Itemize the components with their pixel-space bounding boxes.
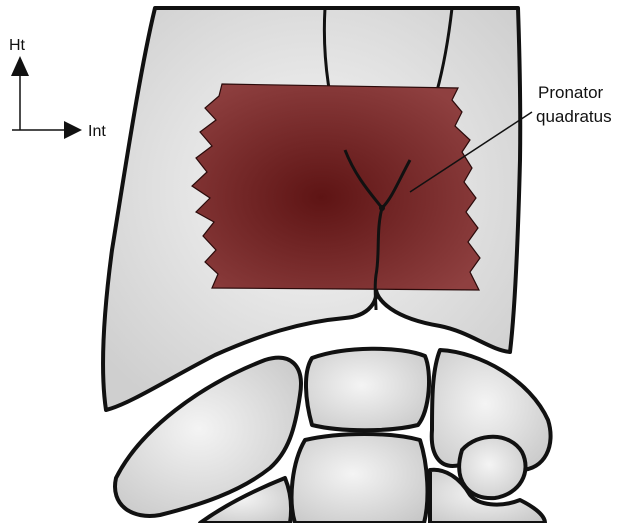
up-arrow-head-icon bbox=[11, 56, 29, 76]
carpal-bone-pisiform bbox=[459, 437, 525, 498]
right-arrow-head-icon bbox=[64, 121, 82, 139]
pronator-quadratus-muscle bbox=[192, 84, 480, 290]
muscle-label-line1: Pronator bbox=[538, 83, 604, 102]
junction-point bbox=[379, 205, 385, 211]
orientation-indicator: Ht Int bbox=[9, 37, 106, 140]
carpal-bone-lunate bbox=[306, 349, 429, 431]
right-direction-label: Int bbox=[88, 123, 106, 140]
muscle-shape bbox=[192, 84, 480, 290]
muscle-label: Pronator quadratus bbox=[536, 83, 612, 126]
up-direction-label: Ht bbox=[9, 37, 26, 54]
carpal-bone-capitate bbox=[292, 434, 428, 523]
muscle-label-line2: quadratus bbox=[536, 107, 612, 126]
